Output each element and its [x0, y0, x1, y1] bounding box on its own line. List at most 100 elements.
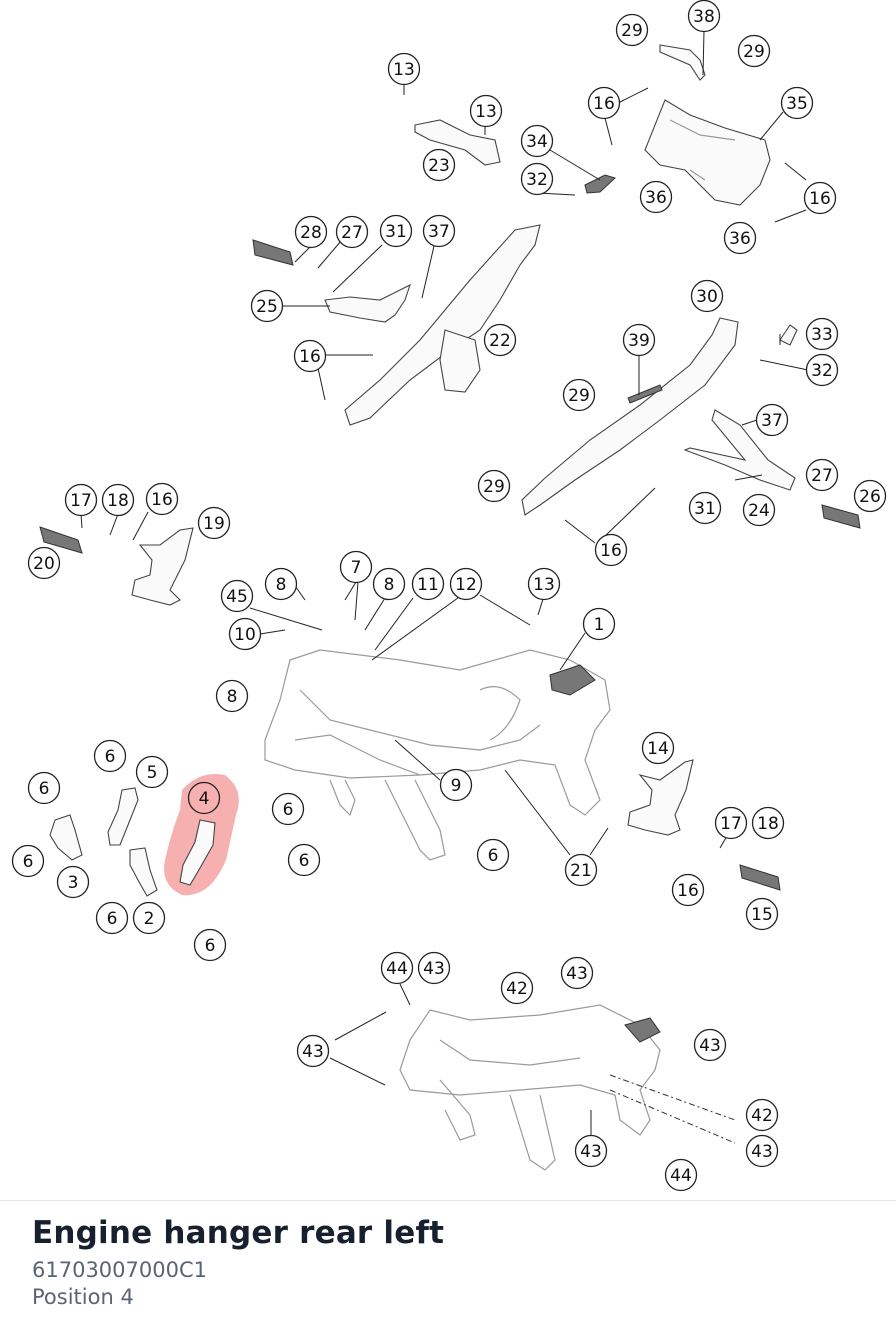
callout-13[interactable]: 13	[387, 52, 421, 86]
callout-16[interactable]: 16	[587, 86, 621, 120]
callout-20[interactable]: 20	[27, 546, 61, 580]
callout-2[interactable]: 2	[132, 901, 166, 935]
footrest-bracket-25	[324, 283, 411, 323]
callout-36[interactable]: 36	[723, 221, 757, 255]
callout-16[interactable]: 16	[293, 339, 327, 373]
callout-10[interactable]: 10	[228, 617, 262, 651]
callout-circle	[745, 897, 779, 931]
callout-7[interactable]: 7	[339, 550, 373, 584]
callout-circle	[271, 792, 305, 826]
callout-6[interactable]: 6	[27, 771, 61, 805]
callout-43[interactable]: 43	[745, 1134, 779, 1168]
callout-circle	[527, 567, 561, 601]
callout-circle	[372, 567, 406, 601]
callout-31[interactable]: 31	[688, 491, 722, 525]
callout-12[interactable]: 12	[449, 567, 483, 601]
callout-5[interactable]: 5	[135, 755, 169, 789]
callout-13[interactable]: 13	[527, 567, 561, 601]
callout-29[interactable]: 29	[615, 13, 649, 47]
callout-42[interactable]: 42	[500, 971, 534, 1005]
callout-37[interactable]: 37	[755, 403, 789, 437]
callout-31[interactable]: 31	[379, 214, 413, 248]
callout-15[interactable]: 15	[745, 897, 779, 931]
callout-23[interactable]: 23	[422, 148, 456, 182]
callout-6[interactable]: 6	[193, 928, 227, 962]
callout-label: 44	[670, 1166, 692, 1186]
callout-33[interactable]: 33	[805, 317, 839, 351]
callout-8[interactable]: 8	[215, 679, 249, 713]
callout-6[interactable]: 6	[93, 739, 127, 773]
callout-29[interactable]: 29	[477, 469, 511, 503]
callout-36[interactable]: 36	[639, 180, 673, 214]
callout-38[interactable]: 38	[687, 0, 721, 33]
callout-19[interactable]: 19	[197, 506, 231, 540]
callout-43[interactable]: 43	[296, 1034, 330, 1068]
callout-3[interactable]: 3	[56, 865, 90, 899]
callout-6[interactable]: 6	[287, 843, 321, 877]
callout-circle	[755, 403, 789, 437]
callout-16[interactable]: 16	[594, 533, 628, 567]
callout-17[interactable]: 17	[64, 483, 98, 517]
callout-43[interactable]: 43	[574, 1134, 608, 1168]
callout-6[interactable]: 6	[11, 844, 45, 878]
callout-18[interactable]: 18	[751, 806, 785, 840]
callout-35[interactable]: 35	[780, 86, 814, 120]
callout-29[interactable]: 29	[737, 34, 771, 68]
callout-32[interactable]: 32	[520, 162, 554, 196]
callout-circle	[95, 901, 129, 935]
footpeg-26	[821, 504, 861, 529]
callout-43[interactable]: 43	[560, 956, 594, 990]
callout-44[interactable]: 44	[380, 951, 414, 985]
callout-32[interactable]: 32	[805, 353, 839, 387]
callout-circle	[687, 0, 721, 33]
callout-label: 6	[105, 747, 116, 767]
callout-16[interactable]: 16	[671, 873, 705, 907]
callout-8[interactable]: 8	[372, 567, 406, 601]
callout-11[interactable]: 11	[411, 567, 445, 601]
callout-label: 5	[147, 763, 158, 783]
callout-13[interactable]: 13	[469, 94, 503, 128]
callout-9[interactable]: 9	[439, 768, 473, 802]
callout-label: 27	[811, 466, 833, 486]
engine-hanger-4[interactable]	[179, 819, 216, 886]
callout-label: 36	[645, 188, 667, 208]
callout-34[interactable]: 34	[520, 124, 554, 158]
callout-22[interactable]: 22	[483, 323, 517, 357]
callout-circle	[520, 162, 554, 196]
callout-6[interactable]: 6	[95, 901, 129, 935]
callout-29[interactable]: 29	[562, 378, 596, 412]
callout-43[interactable]: 43	[693, 1028, 727, 1062]
callout-37[interactable]: 37	[422, 214, 456, 248]
callout-circle	[805, 458, 839, 492]
callout-circle	[564, 853, 598, 887]
callout-circle	[101, 483, 135, 517]
callout-27[interactable]: 27	[805, 458, 839, 492]
callout-6[interactable]: 6	[271, 792, 305, 826]
callout-39[interactable]: 39	[622, 323, 656, 357]
callout-14[interactable]: 14	[641, 731, 675, 765]
callout-24[interactable]: 24	[742, 493, 776, 527]
callout-6[interactable]: 6	[476, 838, 510, 872]
callout-27[interactable]: 27	[335, 215, 369, 249]
callout-17[interactable]: 17	[714, 806, 748, 840]
callout-21[interactable]: 21	[564, 853, 598, 887]
callout-44[interactable]: 44	[664, 1158, 698, 1192]
callout-8[interactable]: 8	[264, 567, 298, 601]
callout-circle	[671, 873, 705, 907]
callout-circle	[805, 317, 839, 351]
callout-28[interactable]: 28	[294, 215, 328, 249]
callout-45[interactable]: 45	[220, 579, 254, 613]
callout-label: 39	[628, 331, 650, 351]
callout-16[interactable]: 16	[145, 482, 179, 516]
callout-4[interactable]: 4	[187, 781, 221, 815]
callout-42[interactable]: 42	[745, 1098, 779, 1132]
callout-1[interactable]: 1	[582, 607, 616, 641]
callout-25[interactable]: 25	[250, 289, 284, 323]
callout-18[interactable]: 18	[101, 483, 135, 517]
callout-16[interactable]: 16	[803, 181, 837, 215]
callout-label: 28	[300, 223, 322, 243]
callout-30[interactable]: 30	[690, 279, 724, 313]
callout-26[interactable]: 26	[853, 479, 887, 513]
callout-43[interactable]: 43	[417, 951, 451, 985]
